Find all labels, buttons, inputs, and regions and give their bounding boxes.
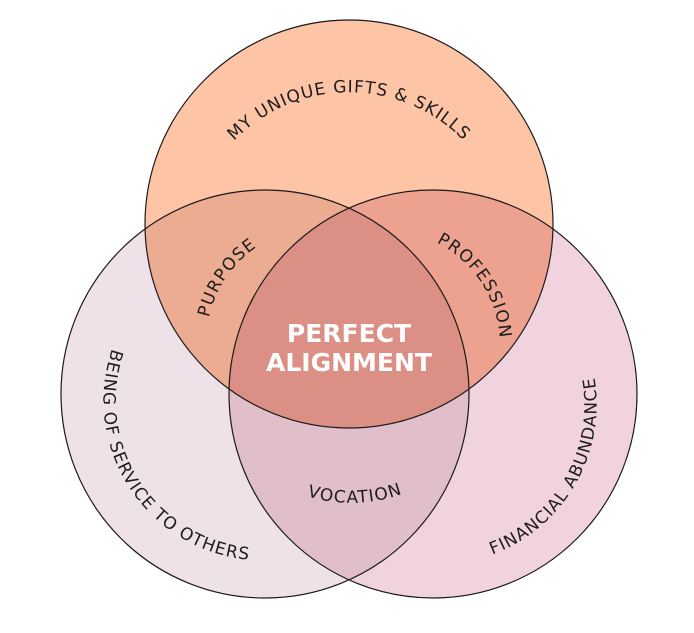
outline-gifts [144,19,554,429]
label-perfect: PERFECT [287,319,411,348]
outline-abundance [228,189,638,599]
outline-service [60,189,470,599]
label-alignment: ALIGNMENT [266,348,432,377]
region-perfect-alignment [229,190,469,428]
